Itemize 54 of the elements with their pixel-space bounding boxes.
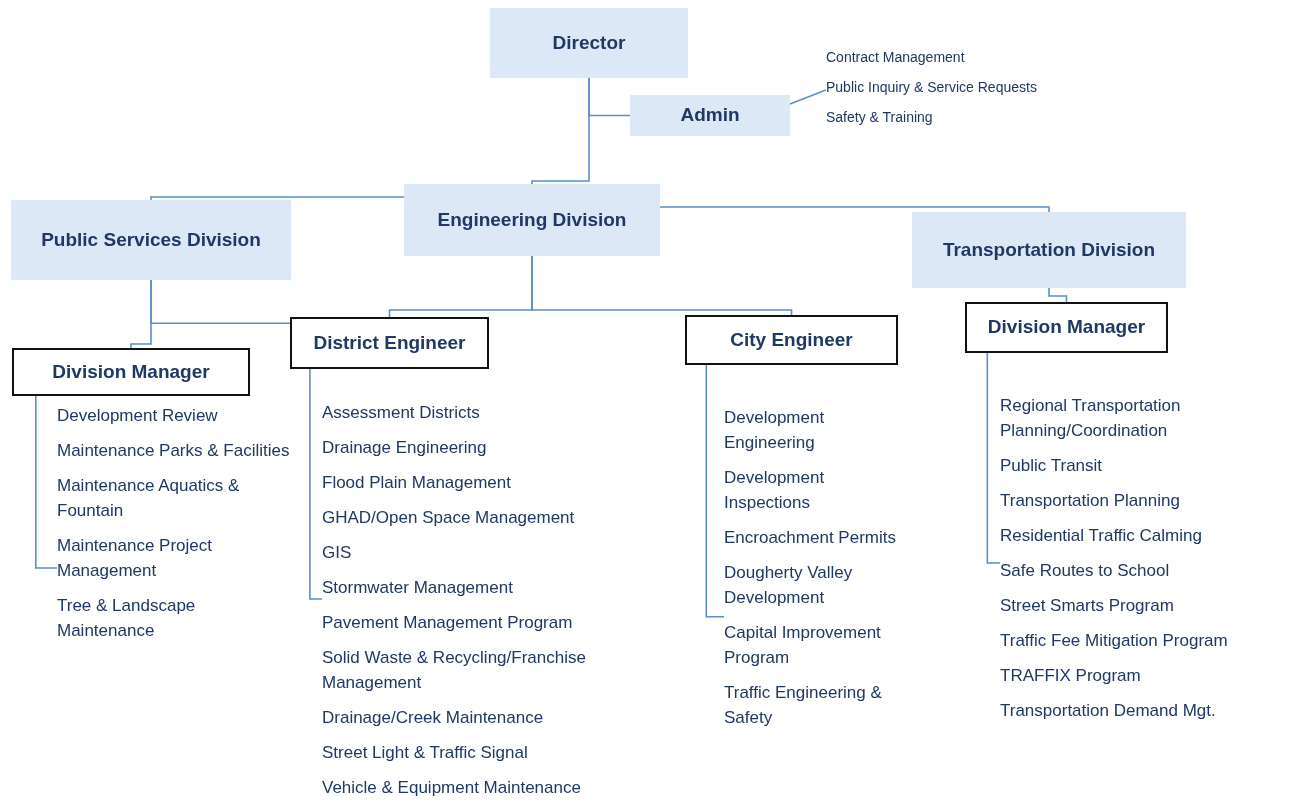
connector-line (789, 89, 827, 105)
manager-box: District Engineer (290, 317, 489, 369)
connector-line (1048, 287, 1068, 303)
duty-item: GHAD/Open Space Management (322, 507, 576, 529)
connector-line (150, 279, 291, 325)
duty-item: Encroachment Permits (724, 527, 897, 549)
duty-item: Pavement Management Program (322, 612, 574, 634)
duty-item: Public Transit (1000, 455, 1104, 477)
duty-item: Maintenance Project Management (57, 535, 213, 582)
duty-item: Stormwater Management (322, 577, 514, 599)
duty-item: Development Inspections (724, 467, 826, 514)
duty-item: Vehicle & Equipment Maintenance (322, 777, 582, 799)
connector-line (531, 77, 590, 185)
duty-item: Development Engineering (724, 407, 826, 454)
duty-item: Maintenance Aquatics & Fountain (57, 475, 241, 522)
duty-item: Safe Routes to School (1000, 560, 1171, 582)
org-box: Transportation Division (912, 212, 1186, 288)
org-box: Admin (630, 95, 790, 136)
duty-item: Drainage/Creek Maintenance (322, 707, 545, 729)
duty-item: Traffic Fee Mitigation Program (1000, 630, 1229, 652)
duty-item: Residential Traffic Calming (1000, 525, 1203, 547)
duty-item: Street Smarts Program (1000, 595, 1175, 617)
connector-line (35, 395, 58, 569)
connector-line (659, 206, 1050, 213)
manager-box: City Engineer (685, 315, 898, 365)
duty-item: Drainage Engineering (322, 437, 488, 459)
connector-line (986, 352, 1001, 564)
duty-item: Street Light & Traffic Signal (322, 742, 529, 764)
duty-item: Tree & Landscape Maintenance (57, 595, 197, 642)
org-box: Public Services Division (11, 200, 291, 280)
duty-item: Safety & Training (826, 108, 934, 127)
duty-item: Transportation Demand Mgt. (1000, 700, 1217, 722)
duty-item: Capital Improvement Program (724, 622, 882, 669)
connector-line (309, 368, 323, 600)
duty-item: GIS (322, 542, 353, 564)
connector-line (150, 196, 405, 201)
manager-box: Division Manager (965, 302, 1168, 353)
duty-item: TRAFFIX Program (1000, 665, 1142, 687)
connector-line (531, 255, 793, 316)
duty-item: Contract Management (826, 48, 966, 67)
duty-item: Transportation Planning (1000, 490, 1181, 512)
duty-item: Regional Transportation Planning/Coordination (1000, 395, 1182, 442)
org-box: Director (490, 8, 688, 78)
duty-item: Solid Waste & Recycling/Franchise Management (322, 647, 587, 694)
duty-item: Traffic Engineering & Safety (724, 682, 883, 729)
duty-item: Dougherty Valley Development (724, 562, 854, 609)
duty-item: Development Review (57, 405, 219, 427)
duty-item: Public Inquiry & Service Requests (826, 78, 1038, 97)
duty-item: Maintenance Parks & Facilities (57, 440, 291, 462)
manager-box: Division Manager (12, 348, 250, 396)
duty-item: Assessment Districts (322, 402, 481, 424)
org-box: Engineering Division (404, 184, 660, 256)
connector-line (705, 364, 725, 618)
duty-item: Flood Plain Management (322, 472, 512, 494)
